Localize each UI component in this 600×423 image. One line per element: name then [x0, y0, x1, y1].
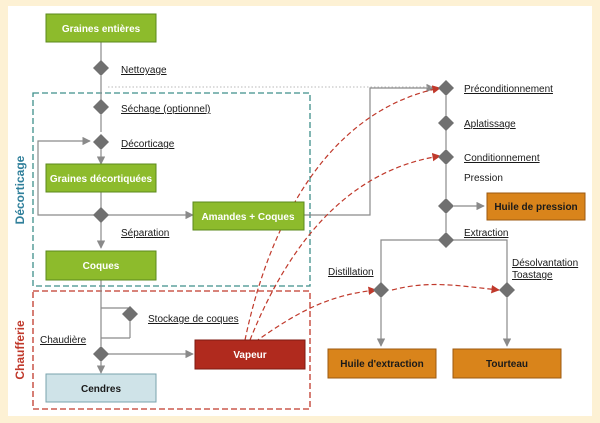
- svg-text:Coques: Coques: [83, 261, 120, 272]
- diamond-preconditionnement: [438, 80, 454, 96]
- step-separation-label: Séparation: [121, 228, 169, 239]
- step-conditionnement-label: Conditionnement: [464, 153, 540, 164]
- svg-text:Huile d'extraction: Huile d'extraction: [340, 359, 424, 370]
- node-tourteau: Tourteau: [452, 348, 562, 379]
- step-aplatissage-label: Aplatissage: [464, 119, 516, 130]
- step-stockage-coques-label: Stockage de coques: [148, 314, 239, 325]
- step-decorticage-label: Décorticage: [121, 139, 175, 150]
- diamond-conditionnement: [438, 149, 454, 165]
- node-coques: Coques: [45, 250, 157, 281]
- diamond-aplatissage: [438, 115, 454, 131]
- step-pression-label: Pression: [464, 173, 503, 184]
- node-huile-extraction: Huile d'extraction: [327, 348, 437, 379]
- diamond-extraction: [438, 232, 454, 248]
- node-graines-entieres: Graines entières: [45, 13, 157, 43]
- diamond-stockage-coques: [122, 306, 138, 322]
- diamond-desolvantation: [499, 282, 515, 298]
- step-extraction-label: Extraction: [464, 228, 508, 239]
- diamond-decorticage: [93, 134, 109, 150]
- step-distillation-label: Distillation: [328, 267, 374, 278]
- chaufferie-group-frame: [32, 290, 311, 410]
- svg-text:Vapeur: Vapeur: [233, 350, 266, 361]
- svg-text:Graines entières: Graines entières: [62, 24, 141, 35]
- step-sechage-label: Séchage (optionnel): [121, 104, 211, 115]
- svg-text:Huile de pression: Huile de pression: [494, 202, 577, 213]
- diamond-sechage: [93, 99, 109, 115]
- step-preconditionnement-label: Préconditionnement: [464, 84, 553, 95]
- node-cendres: Cendres: [45, 373, 157, 403]
- step-nettoyage-label: Nettoyage: [121, 65, 167, 76]
- step-chaudiere-label: Chaudière: [40, 335, 87, 346]
- node-vapeur: Vapeur: [194, 339, 306, 370]
- step-toastage-label: Toastage: [512, 270, 553, 281]
- svg-text:Amandes + Coques: Amandes + Coques: [201, 212, 295, 223]
- node-huile-pression: Huile de pression: [486, 192, 586, 221]
- decorticage-group-label: Décorticage: [13, 155, 27, 224]
- node-graines-decortiquees: Graines décortiquées: [45, 163, 157, 193]
- diamond-chaudiere: [93, 346, 109, 362]
- svg-text:Tourteau: Tourteau: [486, 359, 528, 370]
- steam-flow-lines: [244, 85, 500, 343]
- step-desolvantation-label: Désolvantation: [512, 258, 578, 269]
- svg-text:Cendres: Cendres: [81, 384, 121, 395]
- node-amandes-coques: Amandes + Coques: [192, 201, 305, 231]
- decision-diamonds: [93, 60, 515, 362]
- diamond-separation: [93, 207, 109, 223]
- decorticage-group-frame: [32, 92, 311, 287]
- svg-text:Graines décortiquées: Graines décortiquées: [50, 174, 153, 185]
- left-flow-lines: [37, 42, 435, 374]
- chaufferie-group-label: Chaufferie: [13, 320, 27, 380]
- diamond-nettoyage: [93, 60, 109, 76]
- diamond-pression: [438, 198, 454, 214]
- diamond-distillation: [373, 282, 389, 298]
